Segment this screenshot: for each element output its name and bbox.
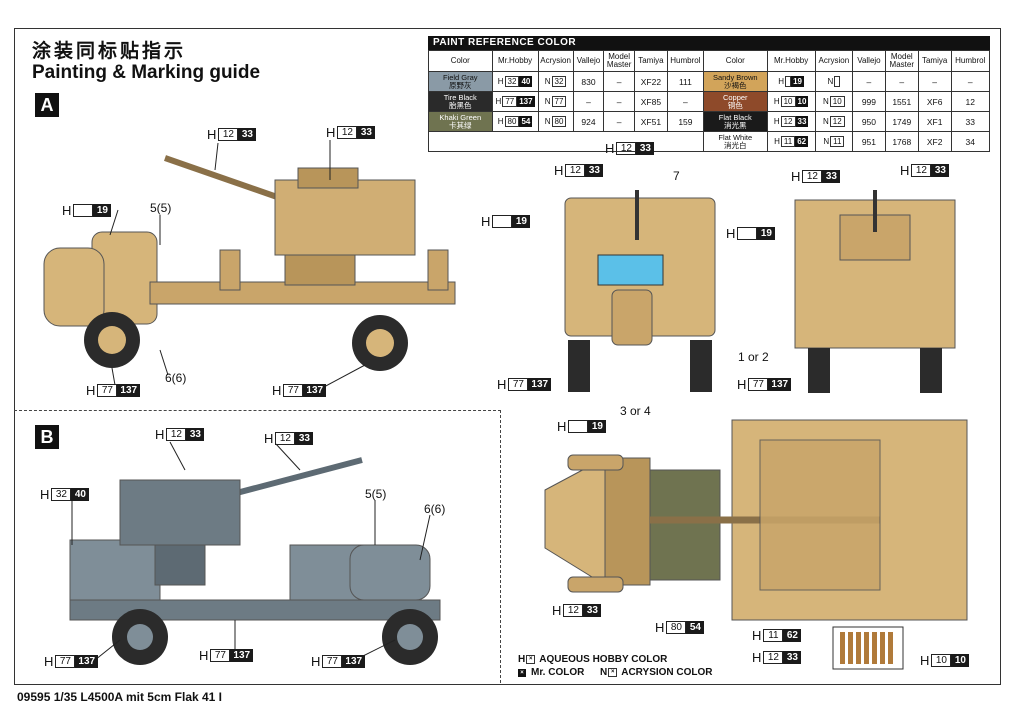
acrysion-right-0: N [814,71,853,92]
section-b-badge: B [35,425,59,449]
humbrol-left-2: 159 [666,111,704,132]
title-chinese: 涂装同标贴指示 [32,40,187,62]
legend-mr-color: ×Mr. COLOR [518,667,584,678]
section-divider-horizontal [14,410,501,411]
col-humbrol-right: Humbrol [950,50,991,72]
truck-b-side-view [69,457,441,665]
paint-reference-table: PAINT REFERENCE COLOR Color Mr.Hobby Acr… [428,36,991,152]
humbrol-right-3: 34 [950,131,991,152]
truck-top-view [544,419,968,621]
paint-table-grid: Color Mr.Hobby Acrysion Vallejo Model Ma… [428,50,991,152]
label-a-6-6: 6(6) [165,371,187,385]
title-english: Painting & Marking guide [32,62,261,83]
footer-product-id: 09595 1/35 L4500A mit 5cm Flak 41 I [17,690,223,704]
page-frame [14,28,1001,685]
legend-aqueous: H×AQUEOUS HOBBY COLOR [518,654,668,665]
label-a-5-5: 5(5) [150,201,172,215]
paint-table-heading: PAINT REFERENCE COLOR [428,36,990,50]
ammo-inset [832,626,904,670]
truck-rear-view [794,190,956,393]
truck-a-side-view [43,155,456,371]
section-a-badge: A [35,93,59,117]
label-front-7: 7 [673,169,680,183]
legend-acrysion: N×ACRYSION COLOR [600,667,713,678]
label-b-5-5: 5(5) [365,487,387,501]
label-rear-1-or-2: 1 or 2 [738,350,769,364]
truck-front-view [564,190,716,392]
label-front-3-or-4: 3 or 4 [620,404,651,418]
label-b-6-6: 6(6) [424,502,446,516]
section-divider-vertical [500,410,501,683]
